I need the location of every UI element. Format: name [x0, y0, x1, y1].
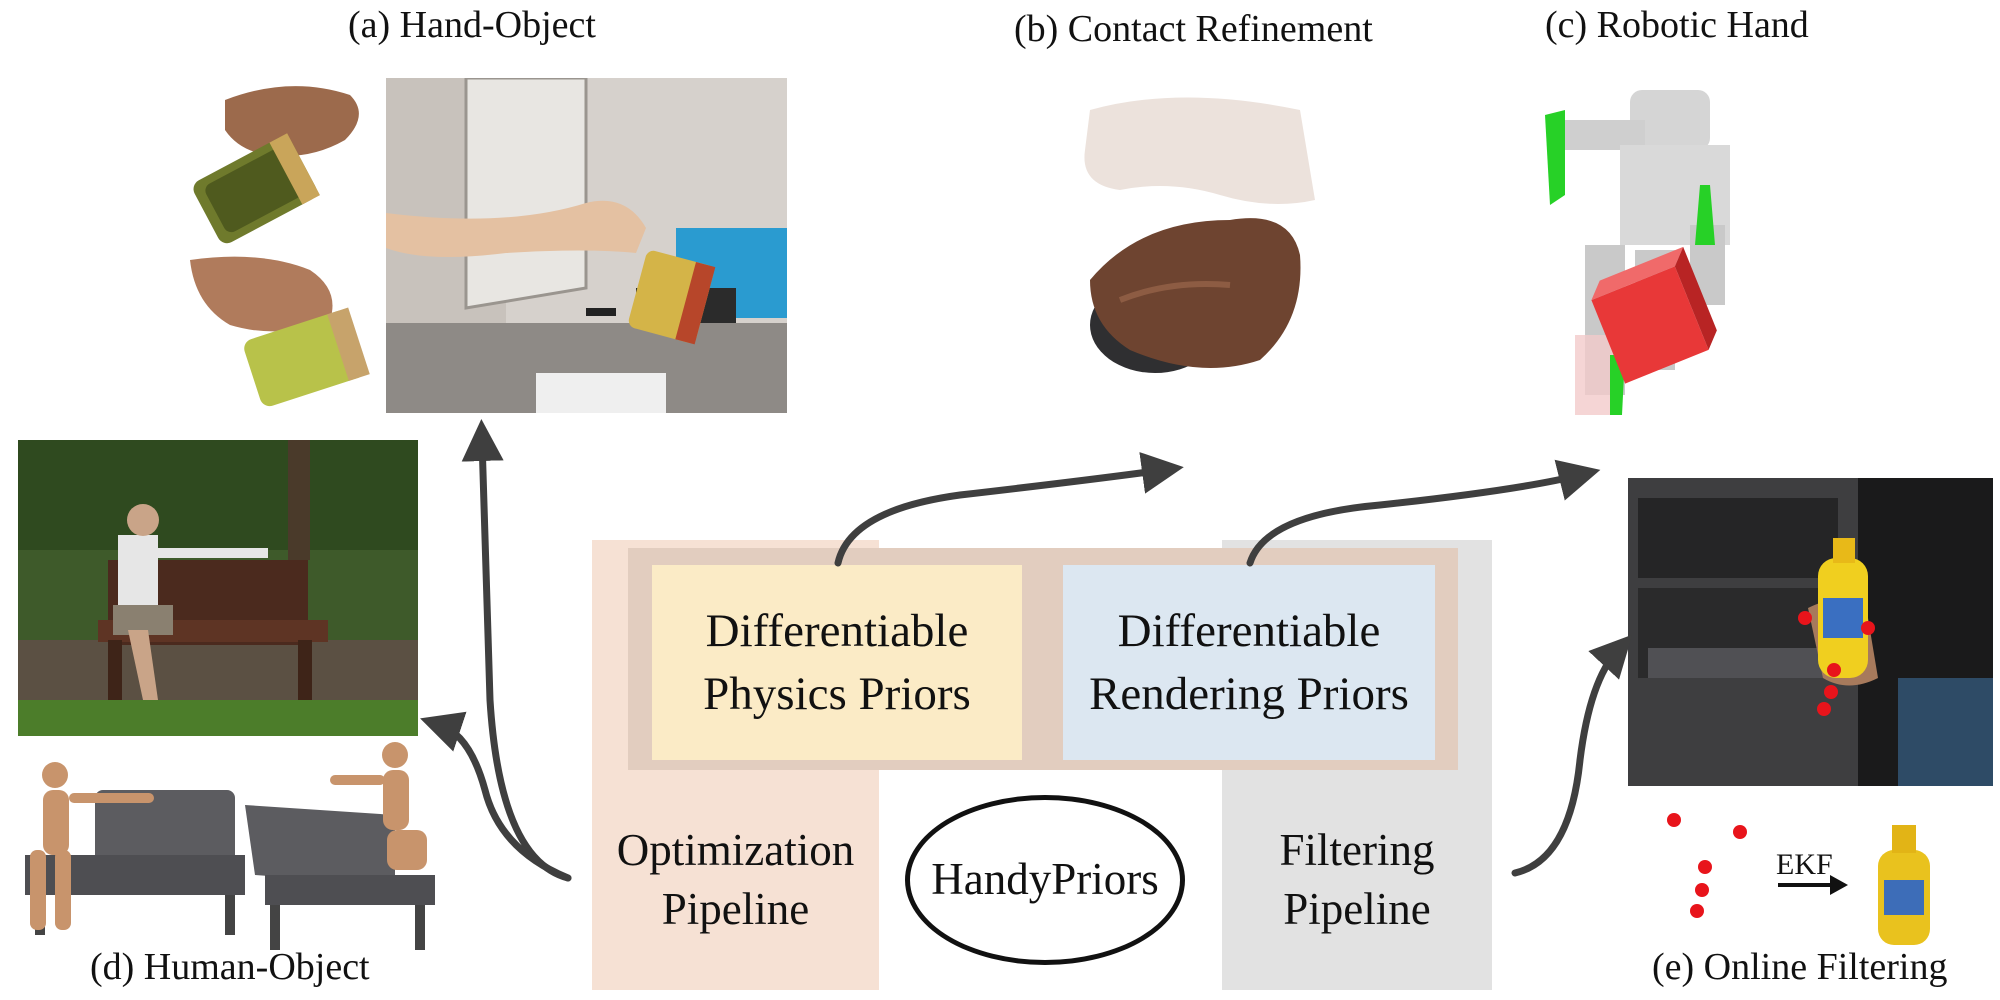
human-model-left	[30, 762, 154, 930]
hand-object-photo	[386, 78, 787, 413]
mustard-bottle-render	[1878, 825, 1930, 945]
arrow-to-robotic-hand	[1246, 459, 1601, 567]
arrow-to-human-object	[420, 711, 572, 882]
keypoint-markers	[1798, 611, 1875, 716]
hand-object-render-panel	[190, 86, 370, 407]
rendering-priors-label: Differentiable Rendering Priors	[1089, 605, 1409, 720]
caption-hand-object: (a) Hand-Object	[348, 4, 596, 46]
ekf-label: EKF	[1776, 848, 1833, 881]
physics-priors-box: Differentiable Physics Priors	[652, 565, 1022, 760]
robotic-hand-render	[1545, 90, 1730, 415]
ekf-filter-illustration	[1667, 813, 1930, 945]
handypriors-label: HandyPriors	[931, 854, 1159, 905]
observation-points	[1667, 813, 1747, 918]
caption-robotic-hand: (c) Robotic Hand	[1545, 4, 1809, 46]
rendering-priors-box: Differentiable Rendering Priors	[1063, 565, 1435, 760]
filtering-pipeline-label: Filtering Pipeline	[1279, 824, 1435, 934]
human-object-photo	[18, 440, 418, 736]
handypriors-ellipse: HandyPriors	[905, 795, 1185, 965]
arrow-to-online-filtering	[1511, 634, 1633, 877]
caption-online-filtering: (e) Online Filtering	[1652, 946, 1948, 988]
bench-right	[245, 805, 435, 950]
human-object-render	[25, 742, 435, 950]
caption-human-object: (d) Human-Object	[90, 946, 370, 988]
physics-priors-label: Differentiable Physics Priors	[703, 605, 971, 720]
caption-contact-refinement: (b) Contact Refinement	[1014, 8, 1373, 50]
arrow-to-contact-refinement	[834, 452, 1184, 567]
online-filtering-photo	[1628, 478, 1993, 786]
human-model-right	[330, 742, 427, 870]
contact-refinement-render	[1084, 97, 1315, 373]
optimization-pipeline-label: Optimization Pipeline	[616, 824, 855, 934]
